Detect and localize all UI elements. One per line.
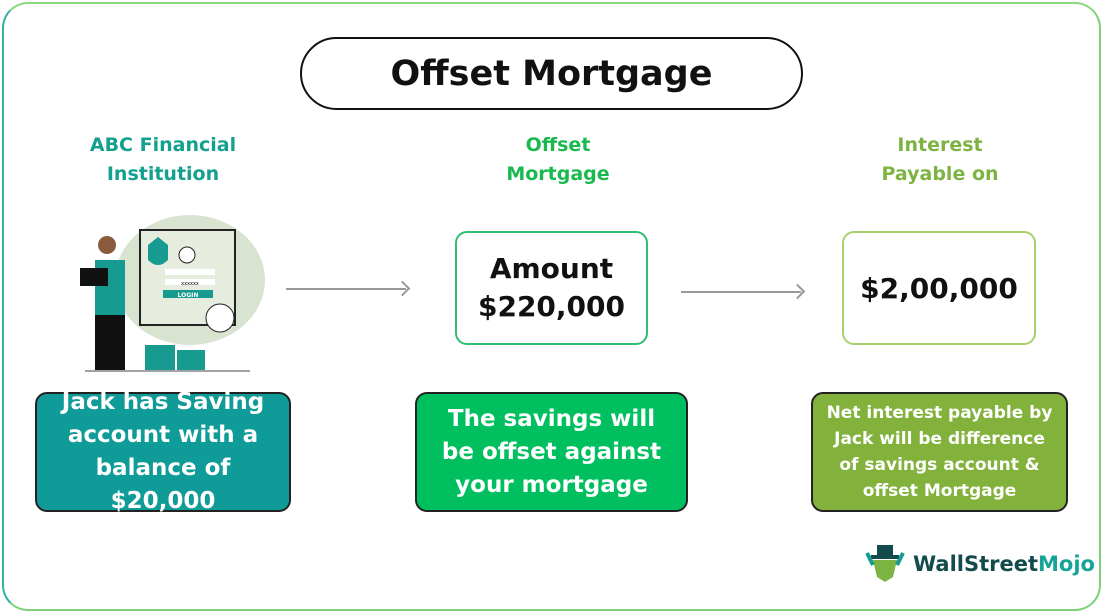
amount-label: Amount (489, 252, 614, 285)
heading-line: Mortgage (506, 163, 610, 185)
shield-icon (148, 237, 168, 265)
page-title: Offset Mortgage (300, 37, 803, 110)
heading-line: Payable on (881, 163, 999, 185)
logo-part-1: WallStreet (913, 552, 1039, 576)
laptop-icon (80, 268, 108, 286)
login-label: LOGIN (178, 292, 199, 299)
interest-box: $2,00,000 (842, 231, 1036, 345)
mojo-mascot-icon (865, 545, 905, 582)
note-offset: The savings will be offset against your … (415, 392, 688, 512)
heading-line: Interest (897, 134, 983, 156)
logo-part-2: Mojo (1038, 552, 1095, 576)
arrow-right (286, 288, 406, 290)
bank-icon (205, 303, 235, 333)
user-icon (178, 246, 196, 264)
arrow-right (681, 291, 801, 293)
note-interest: Net interest payable by Jack will be dif… (811, 392, 1068, 512)
logo-text: WallStreetMojo (913, 552, 1095, 576)
amount-value: $220,000 (477, 290, 625, 323)
wallstreetmojo-logo: WallStreetMojo (865, 545, 1095, 583)
heading-line: Institution (106, 163, 220, 185)
heading-line: Offset (525, 134, 591, 156)
note-savings: Jack has Saving account with a balance o… (35, 389, 291, 514)
online-banking-illustration: xxxxxx LOGIN (80, 215, 265, 372)
amount-box: Amount $220,000 (455, 231, 648, 345)
heading-line: ABC Financial (89, 134, 237, 156)
password-mask: xxxxxx (181, 281, 199, 287)
